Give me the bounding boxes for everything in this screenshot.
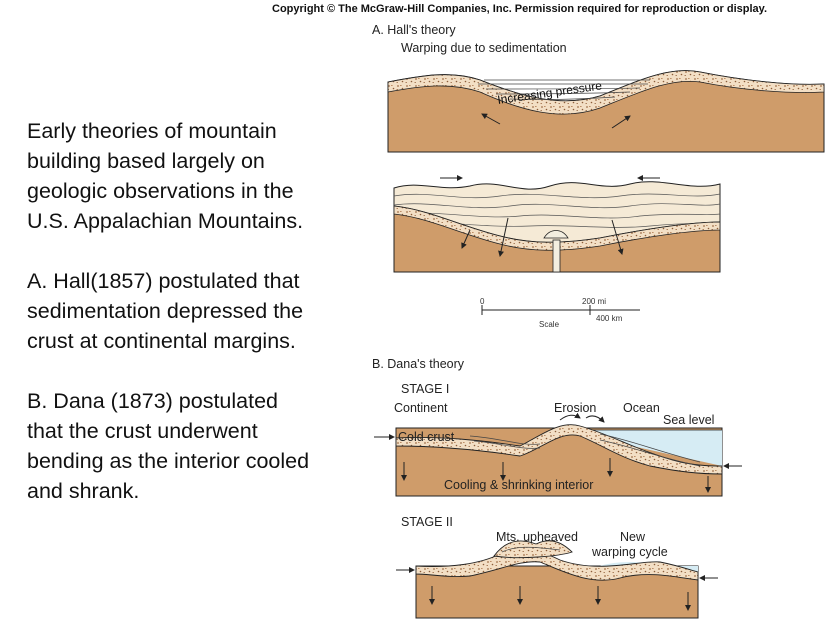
stage1-label: STAGE I bbox=[401, 382, 450, 396]
scale-zero: 0 bbox=[480, 297, 485, 306]
hall-panel-2 bbox=[393, 175, 721, 273]
text-line: crust at continental margins. bbox=[27, 329, 296, 353]
text-line: and shrank. bbox=[27, 479, 140, 503]
hall-title: A. Hall's theory bbox=[372, 23, 456, 37]
warping-cycle-label: warping cycle bbox=[592, 545, 668, 559]
text-line: sedimentation depressed the bbox=[27, 299, 304, 323]
hall-paragraph: A. Hall(1857) postulated that sedimentat… bbox=[27, 266, 367, 356]
stage2-label: STAGE II bbox=[401, 515, 453, 529]
dana-paragraph: B. Dana (1873) postulated that the crust… bbox=[27, 386, 367, 506]
text-line: bending as the interior cooled bbox=[27, 449, 310, 473]
text-line: building based largely on bbox=[27, 149, 265, 173]
interior-label: Cooling & shrinking interior bbox=[444, 478, 594, 492]
text-line: geologic observations in the bbox=[27, 179, 294, 203]
hall-subtitle: Warping due to sedimentation bbox=[401, 41, 567, 55]
scale-label: Scale bbox=[539, 320, 560, 329]
text-line: B. Dana (1873) postulated bbox=[27, 389, 278, 413]
erosion-label: Erosion bbox=[554, 401, 597, 415]
scale-bar bbox=[481, 305, 640, 315]
dana-stage1-panel bbox=[374, 412, 742, 497]
text-line: A. Hall(1857) postulated that bbox=[27, 269, 300, 293]
text-line: U.S. Appalachian Mountains. bbox=[27, 209, 304, 233]
new-label: New bbox=[620, 530, 646, 544]
sea-level-label: Sea level bbox=[663, 413, 715, 427]
mts-upheaved-label: Mts. upheaved bbox=[496, 530, 578, 544]
dana-title: B. Dana's theory bbox=[372, 357, 465, 371]
text-line: that the crust underwent bbox=[27, 419, 258, 443]
hall-panel-1 bbox=[387, 70, 825, 153]
continent-label: Continent bbox=[394, 401, 448, 415]
ocean-label: Ocean bbox=[623, 401, 660, 415]
text-line: Early theories of mountain bbox=[27, 119, 277, 143]
dana-stage2-panel bbox=[396, 540, 718, 619]
intro-paragraph: Early theories of mountain building base… bbox=[27, 116, 367, 236]
scale-km: 400 km bbox=[596, 314, 623, 323]
scale-mi: 200 mi bbox=[582, 297, 607, 306]
copyright-notice: Copyright © The McGraw-Hill Companies, I… bbox=[272, 3, 768, 15]
cold-crust-label: Cold crust bbox=[398, 430, 455, 444]
